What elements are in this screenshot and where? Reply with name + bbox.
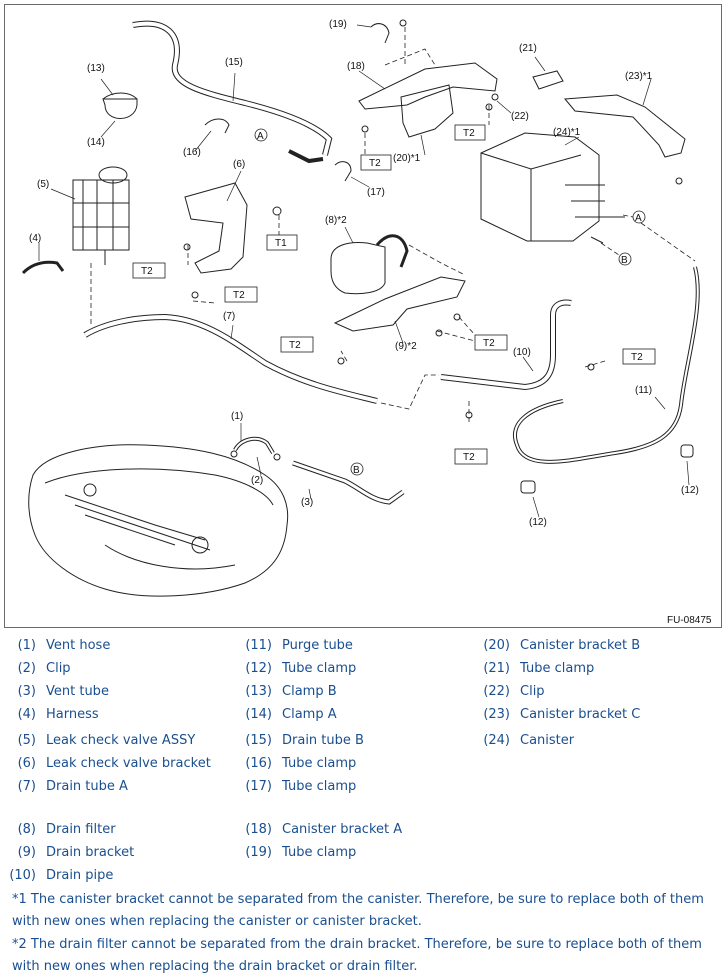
marker-a-2 <box>632 210 646 224</box>
legend-item: (24)Canister <box>483 733 575 748</box>
legend-item: (17)Tube clamp <box>245 779 357 794</box>
legend-item: (12)Tube clamp <box>245 661 357 676</box>
callout: (14) <box>87 137 105 148</box>
leak-check-valve <box>72 179 130 251</box>
callout: (21) <box>519 43 537 54</box>
figure-code: FU-08475 <box>667 615 712 626</box>
marker-b-2 <box>350 462 364 476</box>
parts-legend: (1)Vent hose (2)Clip (3)Vent tube (4)Har… <box>0 632 728 892</box>
legend-item: (4)Harness <box>17 707 99 722</box>
callout: (22) <box>511 111 529 122</box>
callout: (16) <box>183 147 201 158</box>
canister-bracket-b <box>400 84 454 138</box>
callout: (23)*1 <box>625 71 653 82</box>
legend-item: (7)Drain tube A <box>17 779 128 794</box>
legend-item: (15)Drain tube B <box>245 733 364 748</box>
legend-item: (1)Vent hose <box>17 638 111 653</box>
legend-item: (2)Clip <box>17 661 71 676</box>
marker-b-1 <box>618 252 632 266</box>
drain-bracket <box>333 276 466 332</box>
callout: (6) <box>233 159 245 170</box>
callout: (10) <box>513 347 531 358</box>
canister-bracket-a <box>358 62 498 110</box>
legend-item: (8)Drain filter <box>17 822 116 837</box>
legend-item: (10)Drain pipe <box>9 868 114 883</box>
leak-check-valve-bracket <box>184 182 248 274</box>
diagram-drawing: A A B B T1 T2 T2 T2 T2 T2 T2 T2 T2 (1) (… <box>21 19 712 626</box>
clamp-b <box>102 92 138 100</box>
marker-b-text: B <box>353 465 360 476</box>
callout: (8)*2 <box>325 215 347 226</box>
clamp-a <box>102 98 138 119</box>
callout: (3) <box>301 497 313 508</box>
legend-item: (18)Canister bracket A <box>245 822 403 837</box>
callout: (15) <box>225 57 243 68</box>
callout: (24)*1 <box>553 127 581 138</box>
torque-label: T2 <box>233 290 245 301</box>
drain-tube-b <box>132 20 333 156</box>
callout: (19) <box>329 19 347 30</box>
legend-item: (16)Tube clamp <box>245 756 357 771</box>
marker-a-text: A <box>257 131 264 142</box>
legend-item: (13)Clamp B <box>245 684 337 699</box>
exploded-parts-diagram: A A B B T1 T2 T2 T2 T2 T2 T2 T2 T2 (1) (… <box>4 4 722 628</box>
legend-item: (21)Tube clamp <box>483 661 595 676</box>
callout: (7) <box>223 311 235 322</box>
legend-item: (23)Canister bracket C <box>483 707 641 722</box>
purge-tube <box>513 266 700 464</box>
torque-label: T2 <box>369 158 381 169</box>
callout: (9)*2 <box>395 341 417 352</box>
callout: (12) <box>681 485 699 496</box>
callout: (4) <box>29 233 41 244</box>
torque-label: T2 <box>483 338 495 349</box>
callout: (2) <box>251 475 263 486</box>
legend-item: (20)Canister bracket B <box>483 638 641 653</box>
footnotes: *1 The canister bracket cannot be separa… <box>12 889 716 979</box>
drain-filter <box>330 242 386 295</box>
torque-label: T2 <box>289 340 301 351</box>
torque-label: T2 <box>463 128 475 139</box>
marker-b-text: B <box>621 255 628 266</box>
legend-item: (11)Purge tube <box>245 638 353 653</box>
harness <box>21 260 65 275</box>
canister-bracket-c <box>563 94 686 158</box>
torque-label: T2 <box>463 452 475 463</box>
callout: (20)*1 <box>393 153 421 164</box>
footnote: *1 The canister bracket cannot be separa… <box>12 892 704 929</box>
torque-label: T1 <box>275 238 287 249</box>
legend-item: (22)Clip <box>483 684 545 699</box>
legend-item: (3)Vent tube <box>17 684 109 699</box>
tube-clamp-21 <box>532 70 564 90</box>
legend-item: (19)Tube clamp <box>245 845 357 860</box>
marker-a-text: A <box>635 213 642 224</box>
fuel-tank <box>28 444 289 597</box>
callout: (12) <box>529 517 547 528</box>
callout: (5) <box>37 179 49 190</box>
footnote: *2 The drain filter cannot be separated … <box>12 937 702 974</box>
legend-item: (5)Leak check valve ASSY <box>17 733 196 748</box>
callout: (17) <box>367 187 385 198</box>
legend-item: (9)Drain bracket <box>17 845 135 860</box>
callout: (11) <box>635 385 652 396</box>
torque-label: T2 <box>631 352 643 363</box>
torque-label: T2 <box>141 266 153 277</box>
canister <box>480 132 600 242</box>
callout: (18) <box>347 61 365 72</box>
marker-a-1 <box>254 128 268 142</box>
callout: (13) <box>87 63 105 74</box>
legend-item: (14)Clamp A <box>245 707 337 722</box>
callout: (1) <box>231 411 243 422</box>
legend-item: (6)Leak check valve bracket <box>17 756 211 771</box>
